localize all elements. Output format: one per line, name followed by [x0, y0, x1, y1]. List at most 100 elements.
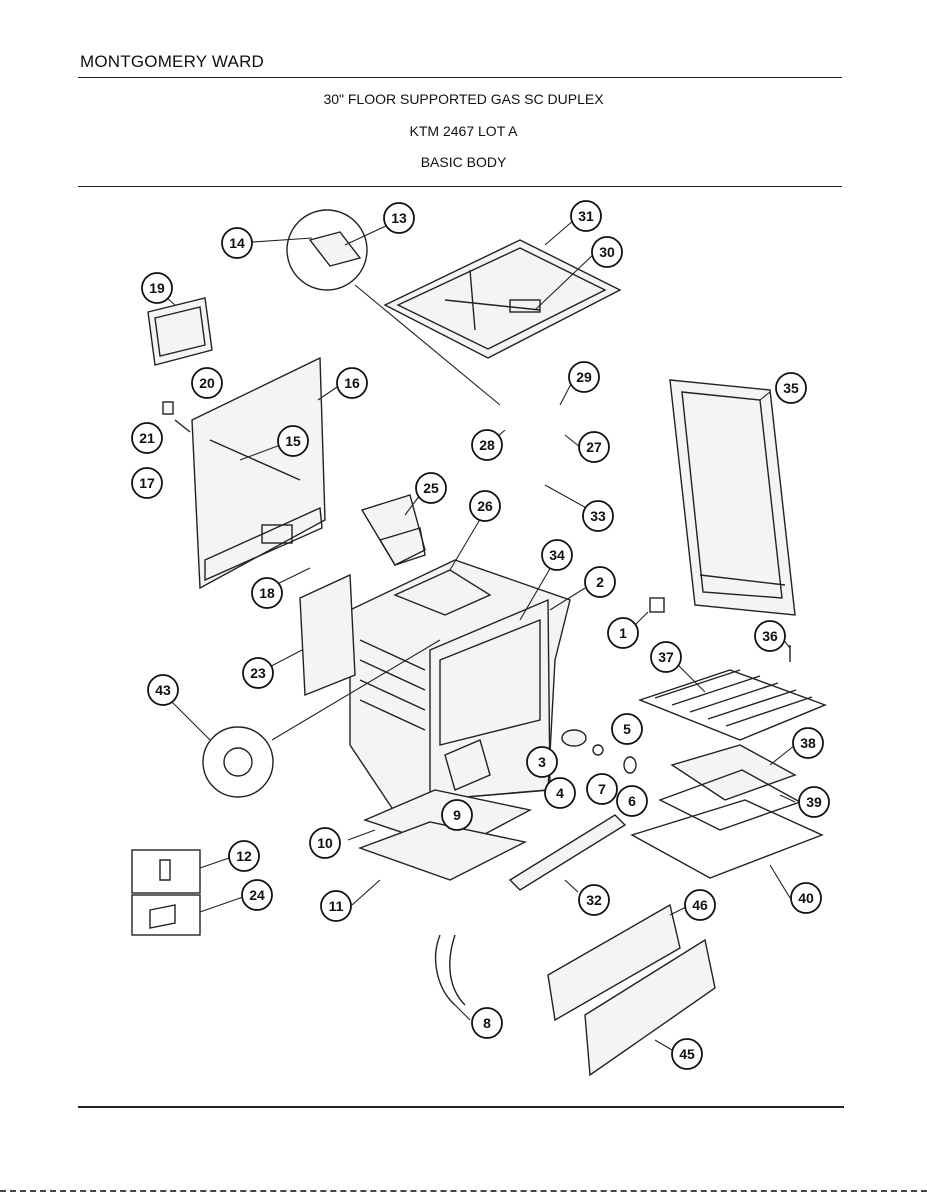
callout-18: 18 — [251, 577, 283, 609]
callout-14: 14 — [221, 227, 253, 259]
callout-26: 26 — [469, 490, 501, 522]
callout-25: 25 — [415, 472, 447, 504]
svg-text:37: 37 — [658, 649, 674, 665]
callout-8: 8 — [471, 1007, 503, 1039]
svg-text:33: 33 — [590, 508, 606, 524]
svg-text:1: 1 — [619, 625, 627, 641]
svg-text:40: 40 — [798, 890, 814, 906]
svg-text:4: 4 — [556, 785, 564, 801]
callout-6: 6 — [616, 785, 648, 817]
door-liner-part — [299, 573, 356, 697]
callout-24: 24 — [241, 879, 273, 911]
svg-text:2: 2 — [596, 574, 604, 590]
svg-text:31: 31 — [578, 208, 594, 224]
svg-text:35: 35 — [783, 380, 799, 396]
svg-text:17: 17 — [139, 475, 155, 491]
svg-text:7: 7 — [598, 781, 606, 797]
callout-37: 37 — [650, 641, 682, 673]
svg-text:20: 20 — [199, 375, 215, 391]
callout-35: 35 — [775, 372, 807, 404]
callout-12: 12 — [228, 840, 260, 872]
callout-34: 34 — [541, 539, 573, 571]
callout-15: 15 — [277, 425, 309, 457]
callout-39: 39 — [798, 786, 830, 818]
svg-text:21: 21 — [139, 430, 155, 446]
callout-11: 11 — [320, 890, 352, 922]
callout-2: 2 — [584, 566, 616, 598]
callout-36: 36 — [754, 620, 786, 652]
footer-rule — [78, 1106, 844, 1108]
callout-40: 40 — [790, 882, 822, 914]
callout-23: 23 — [242, 657, 274, 689]
switch-zoom-part — [286, 209, 501, 406]
callout-38: 38 — [792, 727, 824, 759]
scan-edge — [0, 1190, 927, 1192]
header-rule — [78, 77, 842, 78]
callout-21: 21 — [131, 422, 163, 454]
callout-4: 4 — [544, 777, 576, 809]
svg-text:10: 10 — [317, 835, 333, 851]
callout-9: 9 — [441, 799, 473, 831]
bottom-panel-part — [357, 789, 533, 881]
bracket-part — [147, 297, 213, 366]
svg-text:5: 5 — [623, 721, 631, 737]
callout-33: 33 — [582, 500, 614, 532]
svg-text:15: 15 — [285, 433, 301, 449]
svg-text:43: 43 — [155, 682, 171, 698]
svg-text:3: 3 — [538, 754, 546, 770]
callout-29: 29 — [568, 361, 600, 393]
callout-3: 3 — [526, 746, 558, 778]
rail-part — [508, 814, 627, 891]
callout-7: 7 — [586, 773, 618, 805]
callout-30: 30 — [591, 236, 623, 268]
svg-text:26: 26 — [477, 498, 493, 514]
back-panel-part — [669, 379, 796, 616]
burner-zoom-part — [202, 639, 441, 798]
title-rule — [78, 186, 842, 187]
oven-rack-part — [637, 669, 827, 741]
wire-harness-part — [434, 934, 466, 1006]
callout-45: 45 — [671, 1038, 703, 1070]
callout-5: 5 — [611, 713, 643, 745]
svg-text:19: 19 — [149, 280, 165, 296]
svg-text:29: 29 — [576, 369, 592, 385]
side-panel-part — [191, 356, 326, 590]
shield-part — [360, 494, 426, 566]
svg-text:45: 45 — [679, 1046, 695, 1062]
callout-1: 1 — [607, 617, 639, 649]
callout-19: 19 — [141, 272, 173, 304]
callout-10: 10 — [309, 827, 341, 859]
svg-text:24: 24 — [249, 887, 265, 903]
svg-text:46: 46 — [692, 897, 708, 913]
callout-28: 28 — [471, 429, 503, 461]
brand-label: MONTGOMERY WARD — [80, 52, 265, 71]
callout-20: 20 — [191, 367, 223, 399]
svg-text:27: 27 — [586, 439, 602, 455]
cooktop-part — [383, 239, 622, 359]
door-panel-part — [547, 903, 716, 1077]
broiler-pan-part — [630, 744, 824, 879]
callout-32: 32 — [578, 884, 610, 916]
svg-text:6: 6 — [628, 793, 636, 809]
knob-parts — [561, 597, 791, 774]
callout-17: 17 — [131, 467, 163, 499]
callout-43: 43 — [147, 674, 179, 706]
svg-text:36: 36 — [762, 628, 778, 644]
svg-text:8: 8 — [483, 1015, 491, 1031]
model-title: 30" FLOOR SUPPORTED GAS SC DUPLEX — [323, 91, 604, 107]
model-number: KTM 2467 LOT A — [409, 123, 518, 139]
callout-13: 13 — [383, 202, 415, 234]
svg-text:16: 16 — [344, 375, 360, 391]
callout-31: 31 — [570, 200, 602, 232]
svg-text:12: 12 — [236, 848, 252, 864]
svg-text:25: 25 — [423, 480, 439, 496]
clip-part — [162, 401, 191, 433]
svg-text:34: 34 — [549, 547, 565, 563]
callout-27: 27 — [578, 431, 610, 463]
svg-text:38: 38 — [800, 735, 816, 751]
callout-46: 46 — [684, 889, 716, 921]
svg-text:18: 18 — [259, 585, 275, 601]
support-bracket-part — [444, 739, 491, 791]
svg-text:23: 23 — [250, 665, 266, 681]
